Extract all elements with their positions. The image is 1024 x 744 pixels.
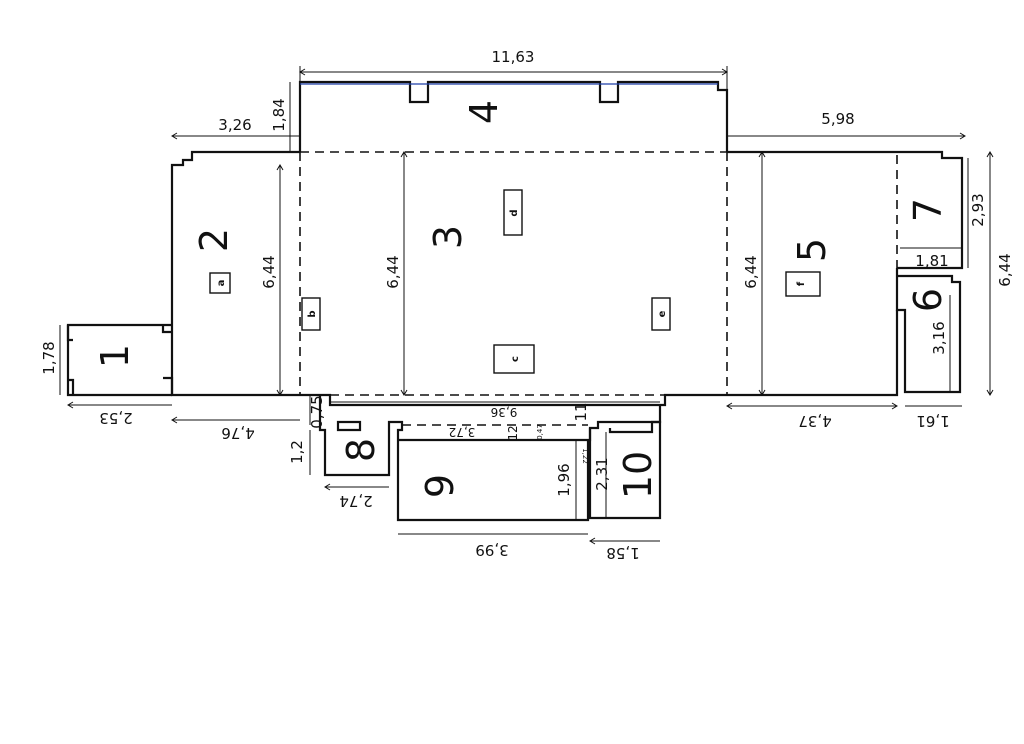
dim-room1-width: 2,53 <box>99 409 132 427</box>
dim-room4-depth: 1,84 <box>270 98 288 131</box>
dim-tiny-047: 0,47 <box>536 424 544 440</box>
room-label-7: 7 <box>906 198 950 222</box>
dim-left-top: 3,26 <box>218 116 251 134</box>
room1-stubs <box>66 325 174 395</box>
dim-room1-height: 1,78 <box>40 341 58 374</box>
dim-room2-height: 6,44 <box>260 255 278 288</box>
room-label-1: 1 <box>93 344 137 368</box>
dim-room7-width: 1,81 <box>915 252 948 270</box>
room1-wall <box>66 323 172 397</box>
walls <box>66 80 964 522</box>
room5-bottom-wall <box>672 310 899 397</box>
object-label-e: e <box>657 310 668 317</box>
object-label-c: c <box>510 356 521 362</box>
dim-bottom-right: 4,37 <box>798 412 831 430</box>
object-label-f: f <box>796 281 807 286</box>
object-a <box>209 272 231 294</box>
room4-wall <box>298 80 729 152</box>
dim-room10-width: 1,58 <box>606 544 639 562</box>
room-label-8: 8 <box>339 438 383 462</box>
dim-room9-height: 1,96 <box>555 463 573 496</box>
dim-room5-height: 6,44 <box>742 255 760 288</box>
object-label-d: d <box>509 209 520 216</box>
room8-wall <box>318 395 404 477</box>
dim-total-top: 11,63 <box>492 48 535 66</box>
bottom-wall <box>300 393 672 407</box>
dim-room10-height: 2,31 <box>593 457 611 490</box>
dimension-lines <box>59 66 994 545</box>
dim-corridor-11: 11 <box>572 402 590 421</box>
object-c <box>493 344 535 374</box>
dim-room6-height: 3,16 <box>930 321 948 354</box>
dim-room8-height: 1,2 <box>288 440 306 464</box>
room-label-9: 9 <box>418 474 462 498</box>
dim-room8-width: 2,74 <box>339 492 372 510</box>
object-label-a: a <box>216 280 227 287</box>
dim-room9-width: 3,99 <box>475 541 508 559</box>
dim-corridor-12: 12 <box>506 425 520 440</box>
dim-room7-height: 2,93 <box>969 193 987 226</box>
dim-room3-height: 6,44 <box>384 255 402 288</box>
dimension-labels: 11,63 3,26 1,84 5,98 2,93 6,44 6,44 6,44… <box>40 48 1014 562</box>
room-label-3: 3 <box>426 225 470 249</box>
dim-bottom-left: 4,76 <box>221 424 254 442</box>
dim-room6-width: 1,61 <box>916 412 949 430</box>
room5-top-wall <box>727 150 964 270</box>
room2-wall <box>170 150 300 397</box>
room-label-2: 2 <box>192 228 236 252</box>
object-d <box>503 189 523 236</box>
objects: a b c d e f <box>209 189 821 374</box>
room-labels: 1 2 3 4 5 6 7 8 9 10 <box>93 100 950 499</box>
dashed-partitions <box>171 151 898 426</box>
room-label-6: 6 <box>906 288 950 312</box>
room-label-5: 5 <box>790 238 834 262</box>
object-f <box>785 271 821 297</box>
room-label-4: 4 <box>462 100 506 124</box>
dim-corridor-width: 3,72 <box>449 425 476 439</box>
object-label-b: b <box>307 310 318 317</box>
object-b <box>301 297 321 331</box>
dim-tiny-122: 1,22 <box>581 448 589 464</box>
dim-overall-right: 6,44 <box>996 253 1014 286</box>
room-label-10: 10 <box>616 451 660 499</box>
dim-bottom-mid: 9,36 <box>491 405 518 419</box>
room8-notch <box>336 420 362 432</box>
object-e <box>651 297 671 331</box>
dim-gap-075: 0,75 <box>308 395 326 428</box>
room9-wall <box>396 440 590 522</box>
dim-right-top: 5,98 <box>821 110 854 128</box>
room10-wall <box>588 420 662 520</box>
corridor-lower <box>398 405 662 442</box>
room6-wall <box>895 268 962 394</box>
